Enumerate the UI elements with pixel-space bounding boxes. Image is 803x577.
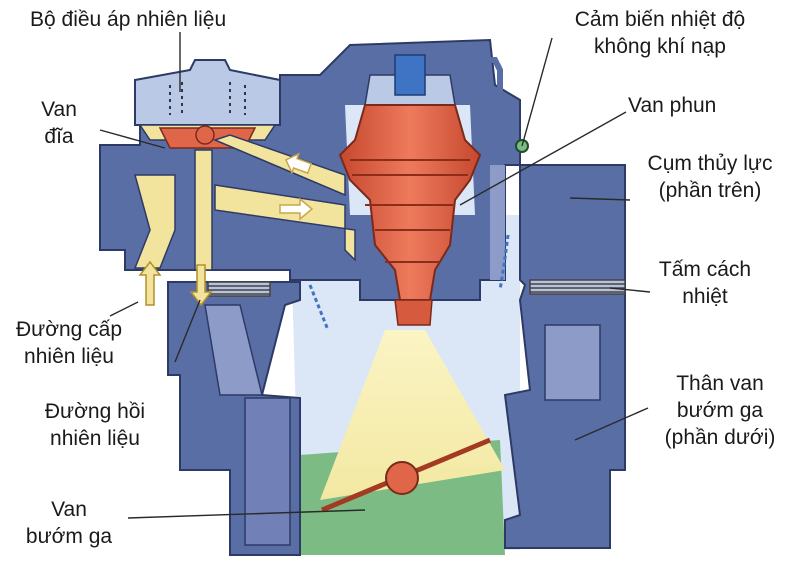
lower-right-inner-panel [544,324,601,401]
lower-left-bottom-panel [244,397,291,546]
label-throttle-valve-line2: bướm ga [25,525,113,548]
label-hydraulic-upper-line2: (phần trên) [658,179,762,202]
label-insulator-line2: nhiệt [682,285,728,308]
leader-lines [99,32,651,519]
fuel-return-tube [194,149,213,271]
injector-connector [394,54,426,96]
label-throttle-body-line1: Thân van [676,372,764,395]
label-insulator: Tấm cách nhiệt [650,256,760,310]
regulator-spring [169,82,246,115]
fuel-channel-lower [214,184,356,262]
air-temp-sensor-wire [455,57,522,148]
label-insulator-line1: Tấm cách [658,258,752,281]
lower-left-inner-panel [204,304,263,396]
label-throttle-body: Thân van bướm ga (phần dưới) [640,370,800,451]
label-disc-valve: Van đĩa [30,96,88,150]
label-disc-valve-line2: đĩa [44,125,74,148]
label-fuel-supply-line2: nhiên liệu [24,345,114,368]
fuel-spray-cone [320,330,505,500]
label-fuel-return-line2: nhiên liệu [50,427,140,450]
label-hydraulic-upper-line1: Cụm thủy lực [647,152,773,175]
label-injector: Van phun [628,94,717,117]
air-flow-arrows [308,234,510,331]
insulator-plate-left [207,281,271,297]
label-hydraulic-upper: Cụm thủy lực (phần trên) [625,150,795,204]
upper-body-side-panel [490,165,505,280]
fuel-flow-arrows [138,152,314,307]
label-fuel-supply: Đường cấp nhiên liệu [4,316,134,370]
label-fuel-supply-line1: Đường cấp [15,318,123,341]
fuel-channel-supply [133,174,176,269]
label-throttle-valve: Van bướm ga [14,496,124,550]
label-pressure-regulator: Bộ điều áp nhiên liệu [30,8,227,31]
label-throttle-body-line3: (phần dưới) [664,426,776,449]
label-fuel-return-line1: Đường hồi [44,400,146,423]
fuel-channel-upper [212,134,346,197]
label-air-temp-sensor-line1: Cảm biến nhiệt độ [574,8,746,31]
regulator-ball [195,125,215,145]
injector-nozzle [394,299,433,326]
label-throttle-valve-line1: Van [51,498,87,521]
insulator-plate-right [529,279,626,295]
throttle-valve-shaft [385,461,419,495]
label-throttle-body-line2: bướm ga [676,399,764,422]
pressure-regulator-dome [134,59,281,126]
label-disc-valve-line1: Van [41,98,77,121]
label-fuel-return: Đường hồi nhiên liệu [30,398,160,452]
label-air-temp-sensor-line2: không khí nạp [594,35,726,58]
injector-ridges [350,159,470,263]
label-air-temp-sensor: Cảm biến nhiệt độ không khí nạp [525,6,795,60]
